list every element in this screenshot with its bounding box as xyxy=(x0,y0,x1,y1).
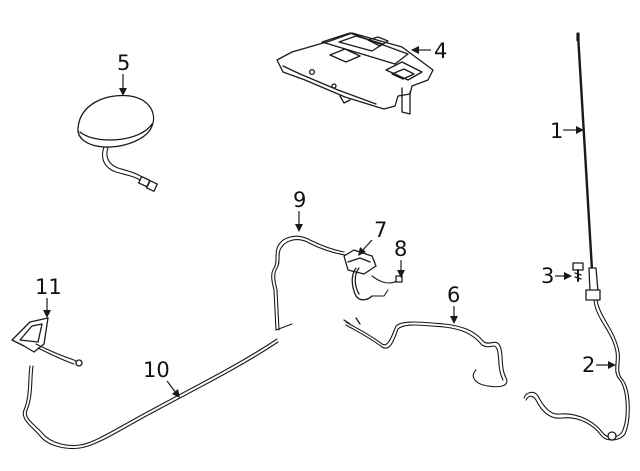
callout-3: 3 xyxy=(541,264,572,288)
callout-2: 2 xyxy=(582,353,616,377)
svg-text:4: 4 xyxy=(434,39,447,63)
callout-1: 1 xyxy=(550,119,584,143)
part-1-antenna-mast[interactable] xyxy=(576,32,601,301)
callout-11: 11 xyxy=(35,275,62,318)
part-4-bracket[interactable] xyxy=(276,32,434,115)
callout-6: 6 xyxy=(447,283,460,324)
callout-7: 7 xyxy=(358,218,387,256)
callout-8: 8 xyxy=(394,237,407,278)
part-7-amplifier[interactable] xyxy=(343,249,377,301)
part-9-cable[interactable] xyxy=(271,235,346,331)
part-8-clip[interactable] xyxy=(371,275,403,297)
callout-4: 4 xyxy=(411,39,447,63)
svg-text:11: 11 xyxy=(35,275,62,299)
svg-text:6: 6 xyxy=(447,283,460,307)
svg-text:1: 1 xyxy=(550,119,563,143)
part-6-cable[interactable] xyxy=(343,317,508,388)
svg-text:9: 9 xyxy=(293,188,306,212)
callout-10: 10 xyxy=(143,358,180,398)
svg-text:5: 5 xyxy=(117,51,130,75)
svg-text:2: 2 xyxy=(582,353,595,377)
svg-text:10: 10 xyxy=(143,358,170,382)
svg-text:3: 3 xyxy=(541,264,554,288)
callout-5: 5 xyxy=(117,51,130,96)
part-10-cable[interactable] xyxy=(22,338,279,450)
part-3-screw[interactable] xyxy=(572,262,584,282)
svg-text:8: 8 xyxy=(394,237,407,261)
callout-9: 9 xyxy=(293,188,306,232)
part-5-dome-antenna[interactable] xyxy=(77,94,158,192)
svg-text:7: 7 xyxy=(374,218,387,242)
part-11-antenna-element[interactable] xyxy=(11,317,83,367)
part-2-antenna-cable[interactable] xyxy=(523,299,630,441)
